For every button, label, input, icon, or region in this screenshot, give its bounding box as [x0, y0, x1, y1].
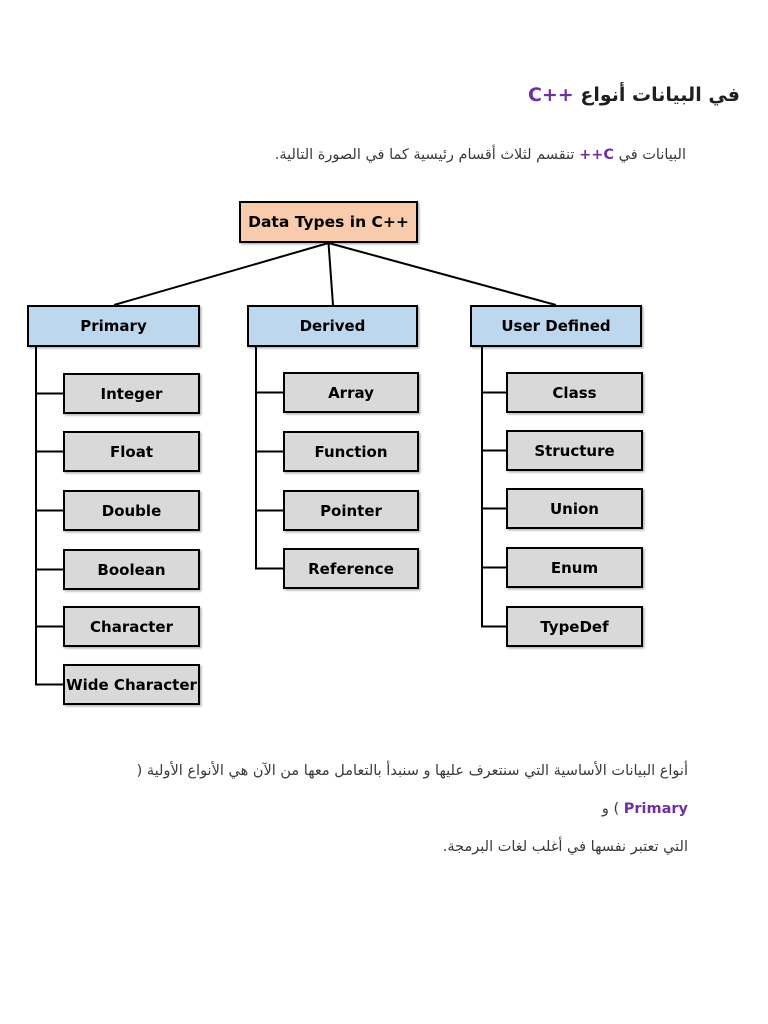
child-node-class: Class	[506, 372, 643, 413]
node-root: Data Types in C++	[239, 201, 418, 243]
child-node-typedef: TypeDef	[506, 606, 643, 647]
child-node-double: Double	[63, 490, 200, 531]
child-node-function: Function	[283, 431, 419, 472]
child-node-pointer: Pointer	[283, 490, 419, 531]
page-title: C++ أنواع البيانات في	[528, 84, 740, 106]
data-types-diagram: Data Types in C++ Primary Derived User D…	[27, 201, 643, 705]
footer-line-2: التي تعتبر نفسها في أغلب لغات البرمجة.	[442, 839, 688, 855]
child-node-union: Union	[506, 488, 643, 529]
child-node-integer: Integer	[63, 373, 200, 414]
title-word: في	[708, 84, 740, 106]
footer-paragraph: أنواع البيانات الأساسية التي سنتعرف عليه…	[96, 752, 688, 866]
connector-lines	[35, 242, 557, 686]
child-node-boolean: Boolean	[63, 549, 200, 590]
intro-keyword: C++	[579, 147, 615, 163]
category-node-primary: Primary	[27, 305, 200, 347]
child-node-reference: Reference	[283, 548, 419, 589]
title-word: أنواع	[580, 84, 626, 106]
title-keyword: C++	[527, 84, 574, 106]
footer-keyword: Primary	[623, 801, 688, 817]
title-word: البيانات	[632, 84, 702, 106]
footer-text-after: ) و	[601, 801, 620, 817]
child-node-enum: Enum	[506, 547, 643, 588]
footer-line-1: أنواع البيانات الأساسية التي سنتعرف عليه…	[96, 752, 688, 828]
child-node-structure: Structure	[506, 430, 643, 471]
category-node-derived: Derived	[247, 305, 418, 347]
intro-text-after: تنقسم لثلاث أقسام رئيسية كما في الصورة ا…	[274, 147, 575, 163]
intro-paragraph: البيانات في C++ تنقسم لثلاث أقسام رئيسية…	[275, 147, 686, 163]
child-node-character: Character	[63, 606, 200, 647]
category-node-user-defined: User Defined	[470, 305, 642, 347]
child-node-float: Float	[63, 431, 200, 472]
footer-text-before: أنواع البيانات الأساسية التي سنتعرف عليه…	[136, 763, 688, 779]
intro-text-before: البيانات في	[618, 147, 686, 163]
child-node-wide-character: Wide Character	[63, 664, 200, 705]
child-node-array: Array	[283, 372, 419, 413]
